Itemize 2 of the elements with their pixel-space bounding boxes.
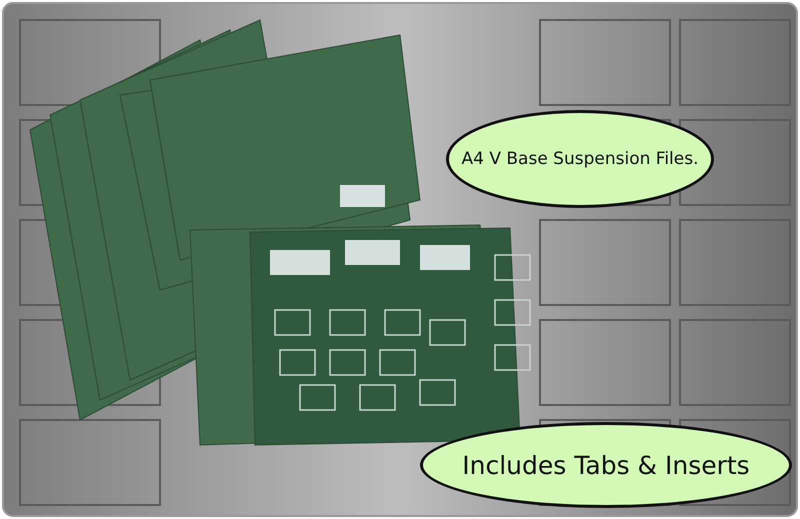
callout-text: Includes Tabs & Inserts xyxy=(462,450,750,480)
callout-text: A4 V Base Suspension Files. xyxy=(462,149,698,169)
